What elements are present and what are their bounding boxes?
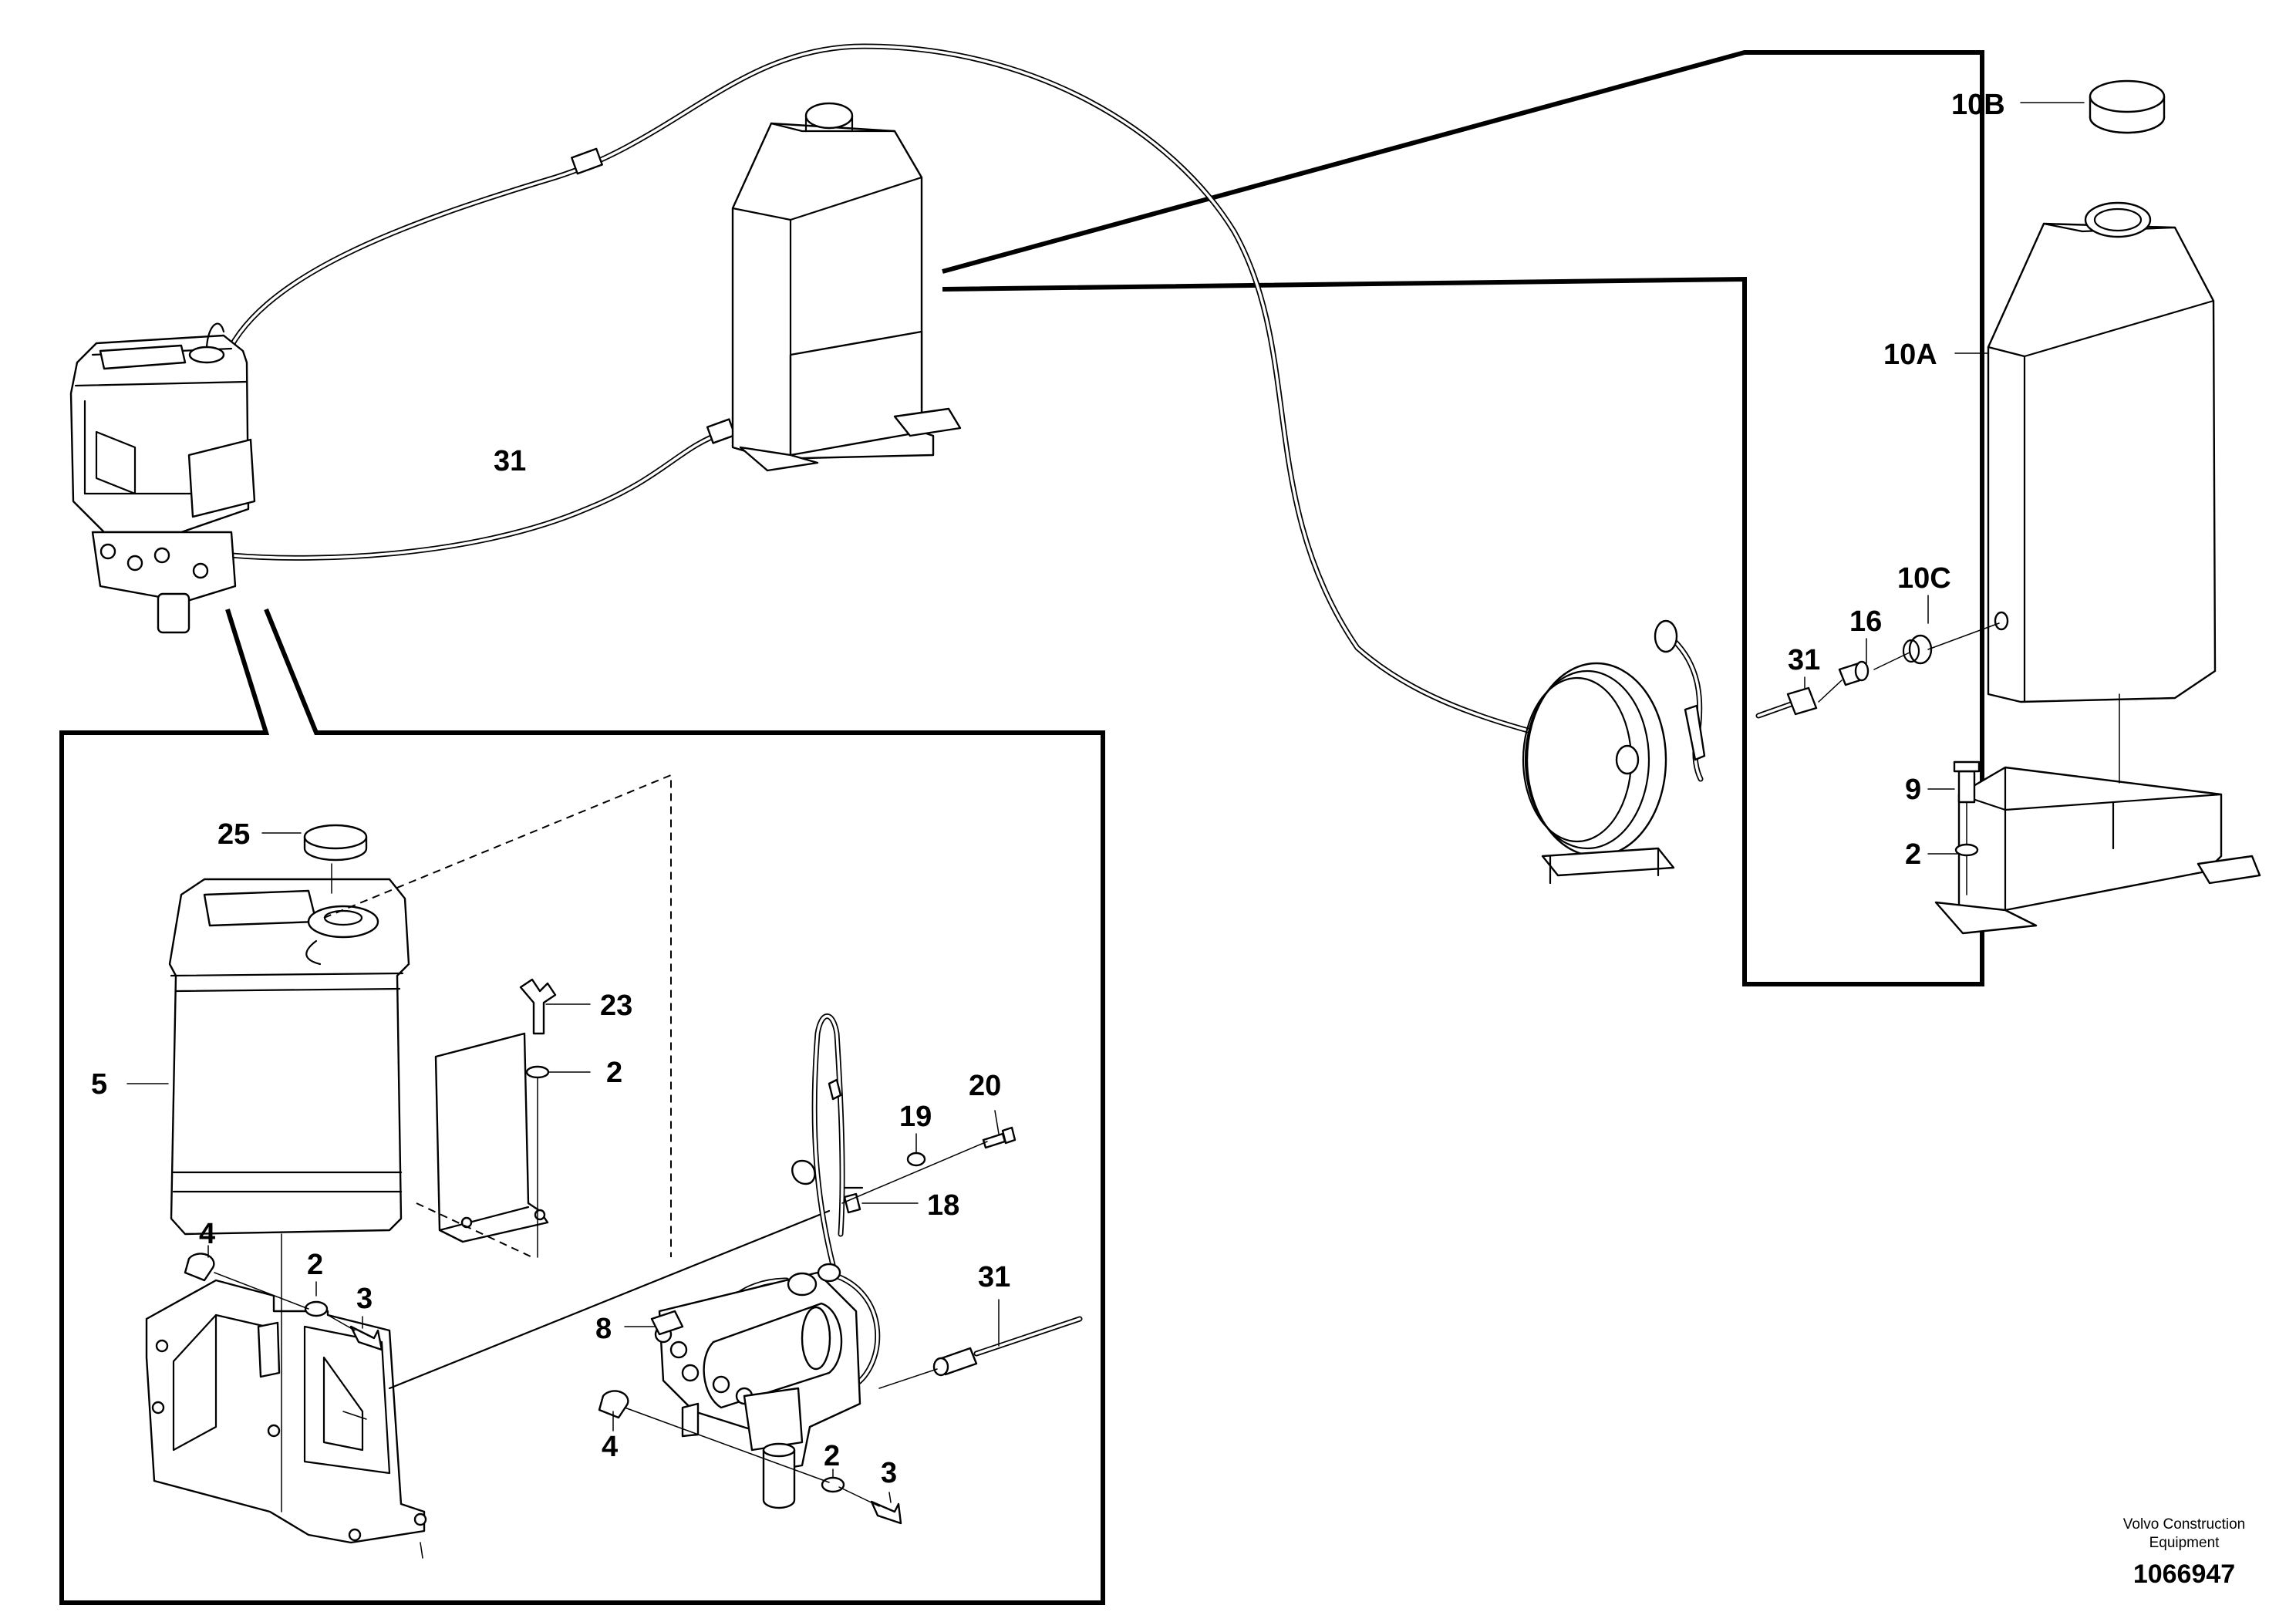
- tank-leaders: [126, 774, 831, 1559]
- callout-10b: 10B: [1951, 89, 2005, 121]
- overview-pump-unit: [69, 322, 256, 634]
- reservoir-hose-31: [1755, 686, 1818, 719]
- pump-fittings: [598, 1126, 1083, 1525]
- pump-detail-frame: [59, 608, 1105, 1605]
- tank-cap-25: [303, 824, 368, 862]
- callout-31-pump: 31: [978, 1261, 1010, 1293]
- reservoir-detail-frame: [942, 50, 1984, 986]
- callout-16: 16: [1849, 605, 1882, 638]
- company-line-1: Volvo Construction: [2123, 1516, 2245, 1533]
- reservoir-leaders: [1804, 102, 2120, 895]
- tank-5: [168, 878, 410, 1236]
- callout-10a: 10A: [1883, 339, 1937, 371]
- reservoir-washer-2: [1954, 843, 1979, 857]
- pump-8: [650, 1013, 881, 1509]
- callout-23: 23: [600, 990, 632, 1022]
- reservoir-cap-10b: [2089, 79, 2166, 134]
- callout-2-bracket: 2: [606, 1057, 622, 1089]
- callout-10c: 10C: [1897, 562, 1951, 595]
- callout-20: 20: [969, 1070, 1001, 1102]
- callout-2-detail: 2: [1905, 838, 1921, 871]
- callout-3-pump: 3: [881, 1457, 897, 1489]
- document-number: 1066947: [2133, 1560, 2235, 1589]
- reservoir-tank-10a: [1987, 201, 2217, 703]
- callout-18: 18: [927, 1189, 959, 1222]
- company-line-2: Equipment: [2149, 1535, 2220, 1551]
- callout-9: 9: [1905, 774, 1921, 806]
- tank-side-plate: [434, 1032, 549, 1243]
- callout-5: 5: [91, 1068, 107, 1101]
- callout-3-tank: 3: [356, 1283, 373, 1315]
- reservoir-bolt-9: [1953, 760, 1981, 804]
- callout-4-tank: 4: [199, 1218, 215, 1250]
- reservoir-bracket: [1934, 766, 2261, 935]
- callout-25: 25: [217, 818, 250, 851]
- footer: Volvo Construction Equipment 1066947: [2123, 1516, 2245, 1589]
- callout-31-detail: 31: [1788, 644, 1820, 676]
- reservoir-nipple-16: [1838, 660, 1870, 686]
- overview-hose-reel: [1522, 619, 1706, 885]
- callout-8: 8: [595, 1313, 612, 1345]
- overview-reservoir: [731, 102, 962, 472]
- tank-small-parts: [184, 978, 557, 1351]
- reservoir-grommet-10c: [1902, 634, 1933, 665]
- callout-31-hose: 31: [494, 445, 526, 477]
- overview-hoses: [221, 43, 1654, 763]
- callouts: 10B 10A 10C 16 31 9 2 31 25 23 2 5 20 19…: [91, 89, 2005, 1489]
- callout-4-pump: 4: [602, 1431, 618, 1463]
- pump-leaders: [612, 1110, 1000, 1507]
- callout-19: 19: [899, 1101, 932, 1133]
- tank-bracket: [145, 1279, 427, 1544]
- callout-2-pump: 2: [824, 1440, 840, 1472]
- callout-2-tank: 2: [307, 1249, 323, 1281]
